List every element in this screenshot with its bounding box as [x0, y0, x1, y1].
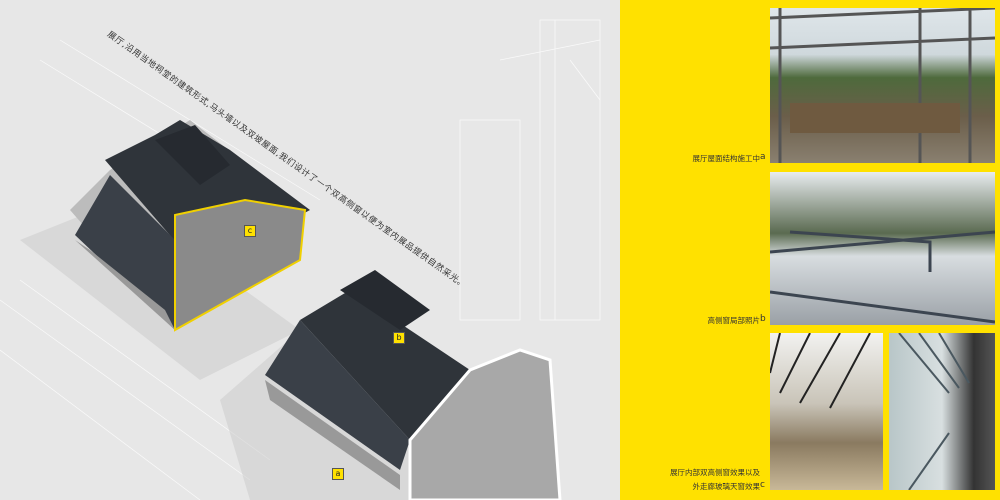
- caption-c-line2: 外走廊玻璃天窗效果: [692, 482, 761, 491]
- letter-c: c: [760, 480, 765, 490]
- building-exhibition-hall: [220, 270, 562, 500]
- photo-interior-clerestory: [770, 333, 883, 490]
- photo-roof-construction: [770, 8, 995, 163]
- drawing-tag-a: a: [332, 468, 344, 480]
- caption-b: 高侧窗局部照片: [707, 316, 761, 325]
- caption-a: 展厅屋面结构施工中: [692, 154, 761, 163]
- letter-a: a: [760, 152, 766, 162]
- drawing-panel: 展厅,沿用当地祠堂的建筑形式,马头墙以及双坡屋面,我们设计了一个双高侧窗以便为室…: [0, 19, 601, 500]
- axonometric-drawing: [0, 19, 601, 500]
- photo-panel: 展厅屋面结构施工中 a 高侧窗局部照片 b 展厅内部双高侧窗效果以及 外走廊玻璃…: [620, 0, 1000, 500]
- letter-b: b: [760, 314, 766, 324]
- drawing-tag-b: b: [393, 332, 405, 344]
- photo-clerestory-detail: [770, 172, 995, 325]
- building-exhibition-hall-cutaway: [20, 120, 310, 380]
- photo-corridor-skylight: [889, 333, 995, 490]
- caption-c-line1: 展厅内部双高侧窗效果以及: [670, 468, 760, 477]
- drawing-tag-c: c: [244, 225, 256, 237]
